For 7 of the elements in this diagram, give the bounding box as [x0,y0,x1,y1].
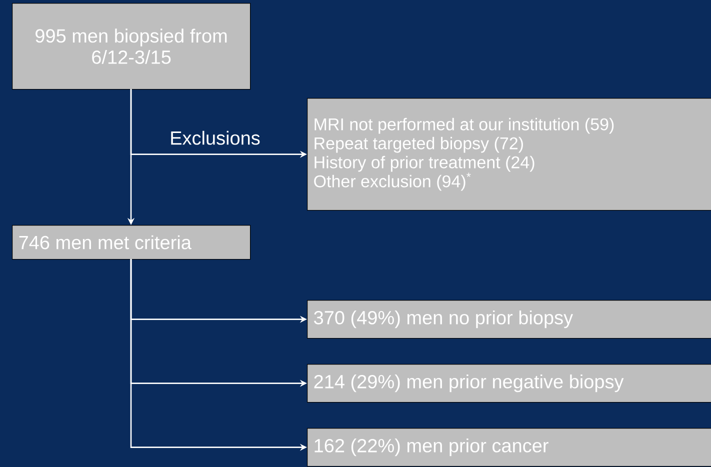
edge-label: Exclusions [168,130,262,146]
process-box: 162 (22%) men prior cancer [307,428,711,467]
process-box: 995 men biopsied from 6/12-3/15 [12,3,251,90]
process-box: 214 (29%) men prior negative biopsy [307,364,711,403]
process-box: 370 (49%) men no prior biopsy [307,300,711,339]
process-box: MRI not performed at our institution (59) Repeat targeted biopsy (72) History of prior treatment (24) Other exclusion (94)$^{*}$ [307,98,711,211]
process-box: 746 men met criteria [12,225,251,260]
